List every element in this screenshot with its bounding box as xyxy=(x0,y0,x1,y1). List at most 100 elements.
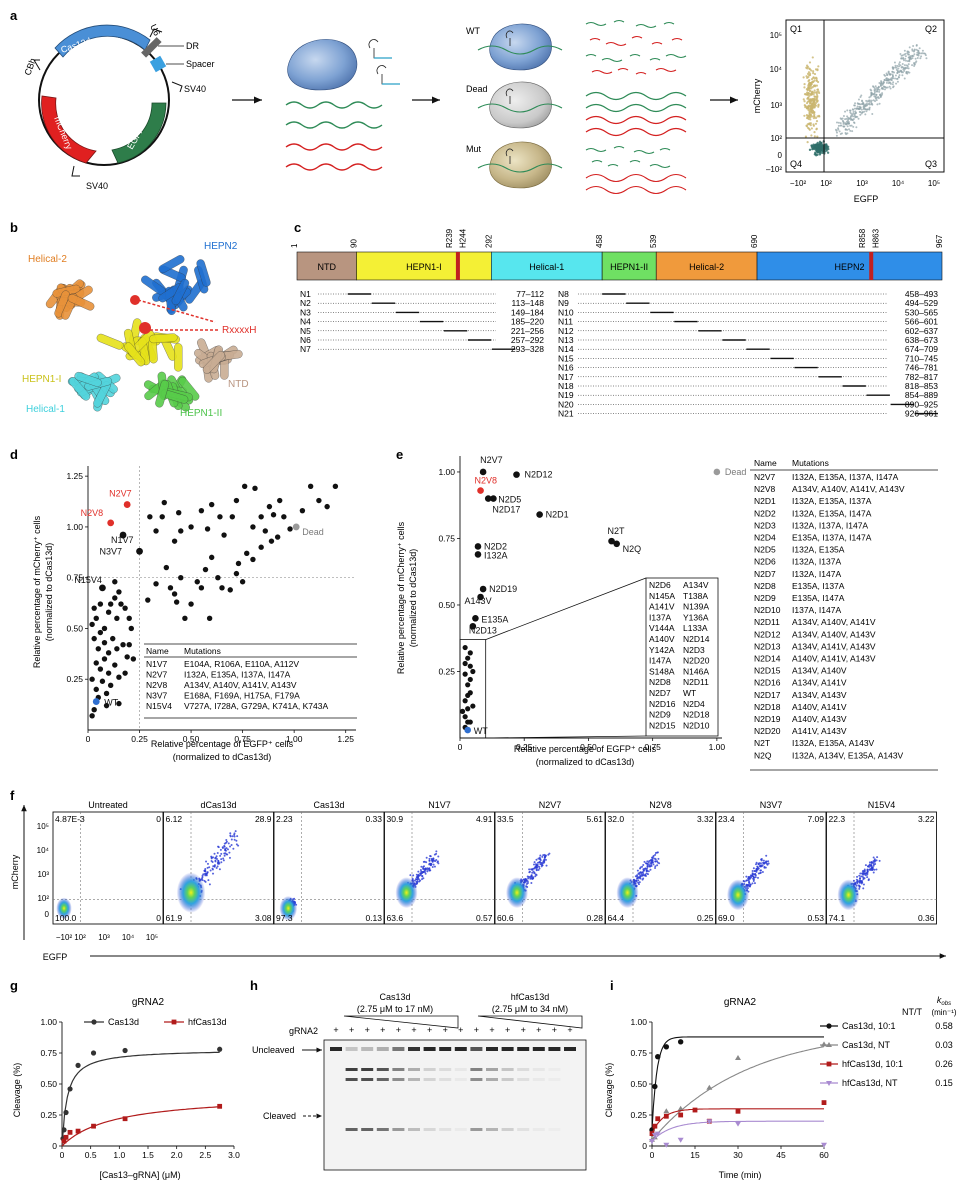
flow-event xyxy=(802,98,805,101)
cbh-label: CBh xyxy=(22,57,37,77)
flow-event xyxy=(646,867,649,870)
data-point xyxy=(462,660,468,667)
quadrant-value-q2: 28.9 xyxy=(255,814,272,824)
y-tick-label: 1.00 xyxy=(40,1017,57,1027)
segment-range: 185–220 xyxy=(511,317,544,327)
y-tick-label: 0.50 xyxy=(40,1079,57,1089)
inset-list-item: V144A xyxy=(649,623,675,633)
flow-event xyxy=(886,79,889,82)
table-cell-mutations: V727A, I728A, G729A, K741A, K743A xyxy=(184,701,328,711)
flow-event xyxy=(424,868,427,871)
flow-event xyxy=(907,53,910,56)
table-cell-mutations: A134V, A143V xyxy=(792,690,847,700)
hepn2-domain-helix xyxy=(158,255,185,274)
data-point xyxy=(163,564,170,571)
flow-event xyxy=(636,874,639,877)
point-label: N2V7 xyxy=(109,489,132,499)
inset-list-item: L133A xyxy=(683,623,708,633)
i-col-kobs: kobs xyxy=(937,995,951,1007)
flow-event xyxy=(223,852,226,855)
flow-event xyxy=(651,856,654,859)
flow-event xyxy=(862,887,865,890)
data-point xyxy=(239,579,246,585)
flow-event xyxy=(748,877,751,880)
data-point xyxy=(215,574,221,581)
flow-event xyxy=(884,86,887,89)
lane-plus: + xyxy=(458,1025,463,1035)
flow-event xyxy=(809,124,812,127)
flow-event xyxy=(544,854,547,857)
x-tick-label: 1.5 xyxy=(142,1150,154,1160)
table-cell-name: N2D13 xyxy=(754,641,781,651)
gel-image xyxy=(323,1039,587,1171)
lane-plus: + xyxy=(552,1025,557,1035)
quadrant-value-q2: 4.91 xyxy=(476,814,493,824)
segment-range: 458–493 xyxy=(905,289,938,299)
flow-event xyxy=(849,111,852,114)
flow-event xyxy=(654,866,657,869)
table-cell-name: N2D12 xyxy=(754,629,781,639)
flow-event xyxy=(916,57,919,60)
flow-event xyxy=(918,47,921,50)
sv40-bottom-label: SV40 xyxy=(86,181,108,191)
flow-event xyxy=(213,865,216,868)
inset-list-item: I137A xyxy=(649,612,672,622)
inset-list-box xyxy=(645,577,719,737)
flow-event xyxy=(891,70,894,73)
band-uncleaved xyxy=(392,1047,405,1051)
helical1-domain-helix xyxy=(74,371,102,387)
flow-event xyxy=(881,92,884,95)
flow-event xyxy=(437,855,440,858)
flow-event xyxy=(851,130,854,133)
flow-event xyxy=(205,860,208,863)
band-intermediate xyxy=(361,1078,374,1081)
flow-event xyxy=(526,880,529,883)
data-point xyxy=(258,544,264,550)
table-cell-name: N2D14 xyxy=(754,654,781,664)
flow-event xyxy=(842,125,845,128)
table-cell-name: N2D6 xyxy=(754,557,776,567)
flow-event xyxy=(888,85,891,88)
point-label: N2D12 xyxy=(525,470,553,480)
panel-h: h Cas13d (2.75 μM to 17 nM) hfCas13d (2.… xyxy=(250,978,587,1171)
structure-label-rxxxxh: RxxxxH xyxy=(222,325,256,336)
flow-event xyxy=(874,88,877,91)
segment-name: N21 xyxy=(558,409,574,419)
flow-event xyxy=(894,64,897,67)
flow-event xyxy=(204,880,207,883)
flow-event xyxy=(528,871,531,874)
flow-event xyxy=(231,835,234,838)
data-point xyxy=(465,682,471,688)
point-label: N2D19 xyxy=(489,584,517,594)
flow-event xyxy=(815,92,819,96)
band-intermediate xyxy=(470,1078,483,1081)
domain-hepn1-ii xyxy=(601,251,657,281)
table-cell-mutations: I132A, I137A xyxy=(792,557,841,567)
data-point xyxy=(126,642,132,648)
data-point-hfcas13d xyxy=(67,1129,73,1135)
dead-label: Dead xyxy=(466,84,488,94)
x-tick-label: 0.25 xyxy=(516,742,533,752)
flow-event xyxy=(417,870,420,873)
flow-event xyxy=(912,54,915,57)
data-point xyxy=(652,1083,658,1090)
data-point xyxy=(462,671,468,677)
flow-event xyxy=(866,868,869,871)
flow-event xyxy=(859,96,862,99)
table-cell-mutations: A134V, A140V, A143V xyxy=(792,629,876,639)
flow-event xyxy=(751,869,754,872)
point-label: N3V7 xyxy=(100,546,123,556)
data-point xyxy=(208,501,215,508)
lane-plus: + xyxy=(505,1025,510,1035)
table-cell-name: N2D18 xyxy=(754,702,781,712)
data-point-n15v4 xyxy=(99,584,106,592)
flow-event xyxy=(852,112,855,115)
segment-range: 710–745 xyxy=(905,353,938,363)
point-label: N2V8 xyxy=(475,476,498,486)
flow-event xyxy=(857,103,860,106)
flow-event xyxy=(413,879,416,882)
flow-event xyxy=(807,76,810,79)
flow-event xyxy=(806,64,809,67)
